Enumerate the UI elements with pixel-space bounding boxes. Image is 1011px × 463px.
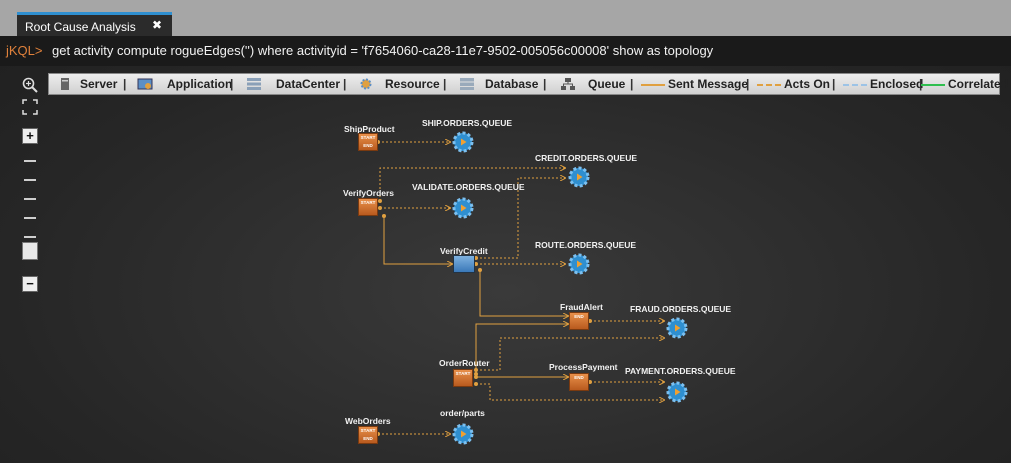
edge-endpoint bbox=[378, 199, 382, 203]
legend-acts-on: Acts On bbox=[784, 77, 831, 91]
acts-on-line-icon bbox=[757, 84, 781, 86]
close-icon[interactable]: ✖ bbox=[151, 18, 162, 32]
node-label-processpayment: ProcessPayment bbox=[549, 362, 618, 372]
query-bar[interactable]: jKQL> get activity compute rogueEdges(''… bbox=[0, 36, 1011, 66]
node-label-fraud-orders-queue: FRAUD.ORDERS.QUEUE bbox=[630, 304, 732, 314]
edge-sent-message bbox=[383, 216, 452, 264]
legend-separator: | bbox=[343, 77, 347, 91]
legend-datacenter: DataCenter bbox=[276, 77, 341, 91]
edge-endpoint bbox=[474, 372, 478, 376]
edge-endpoint bbox=[588, 319, 592, 323]
queue-gear-icon[interactable] bbox=[567, 165, 591, 189]
zoom-level-tick[interactable] bbox=[24, 160, 36, 162]
node-label-credit-orders-queue: CREDIT.ORDERS.QUEUE bbox=[535, 153, 638, 163]
query-input[interactable]: get activity compute rogueEdges('') wher… bbox=[52, 43, 714, 58]
query-prompt: jKQL> bbox=[6, 43, 43, 58]
legend-separator: | bbox=[543, 77, 547, 91]
activity-processpayment[interactable]: END bbox=[569, 373, 589, 391]
edge-endpoint bbox=[378, 206, 382, 210]
edge-endpoint bbox=[474, 256, 478, 260]
edge-endpoint bbox=[478, 268, 482, 272]
activity-fraudalert[interactable]: END bbox=[569, 312, 589, 330]
zoom-search-icon[interactable] bbox=[20, 76, 40, 94]
edge-endpoint bbox=[474, 375, 478, 379]
zoom-level-tick[interactable] bbox=[24, 236, 36, 238]
queue-gear-icon[interactable] bbox=[451, 130, 475, 154]
node-label-fraudalert: FraudAlert bbox=[560, 302, 603, 312]
zoom-level-tick[interactable] bbox=[24, 198, 36, 200]
correlated-line-icon bbox=[921, 84, 945, 86]
legend-separator: | bbox=[443, 77, 447, 91]
queue-gear-icon[interactable] bbox=[665, 380, 689, 404]
legend-separator: | bbox=[630, 77, 634, 91]
node-label-order-parts: order/parts bbox=[440, 408, 485, 418]
legend-separator: | bbox=[919, 77, 923, 91]
legend-sent-message: Sent Message bbox=[668, 77, 749, 91]
legend-enclosed: Enclosed bbox=[870, 77, 924, 91]
enclosed-line-icon bbox=[843, 84, 867, 86]
edge-acts-on bbox=[476, 383, 664, 400]
legend-database: Database bbox=[485, 77, 539, 91]
fit-to-screen-icon[interactable] bbox=[20, 98, 40, 116]
server-icon bbox=[61, 78, 69, 90]
legend-server: Server bbox=[80, 77, 118, 91]
edge-acts-on bbox=[379, 168, 565, 201]
edge-sent-message bbox=[479, 270, 568, 316]
activity-verifyorders[interactable]: START bbox=[358, 198, 378, 216]
legend-queue: Queue bbox=[588, 77, 626, 91]
legend-correlated: Correlated bbox=[948, 77, 1009, 91]
queue-gear-icon[interactable] bbox=[451, 422, 475, 446]
node-label-verifyorders: VerifyOrders bbox=[343, 188, 395, 198]
zoom-in-button[interactable]: + bbox=[22, 128, 38, 144]
legend-separator: | bbox=[746, 77, 750, 91]
edge-acts-on bbox=[476, 338, 664, 371]
edge-endpoint bbox=[474, 262, 478, 266]
node-label-payment-orders-queue: PAYMENT.ORDERS.QUEUE bbox=[625, 366, 736, 376]
datacenter-icon bbox=[247, 78, 261, 90]
legend-separator: | bbox=[123, 77, 127, 91]
edge-sent-message bbox=[475, 324, 568, 374]
zoom-level-tick[interactable] bbox=[24, 217, 36, 219]
database-icon bbox=[460, 78, 474, 90]
topology-edges bbox=[376, 36, 1011, 463]
legend-separator: | bbox=[230, 77, 234, 91]
queue-icon bbox=[561, 78, 575, 90]
zoom-out-button[interactable]: − bbox=[22, 276, 38, 292]
activity-orderrouter[interactable]: START bbox=[453, 369, 473, 387]
legend-separator: | bbox=[832, 77, 836, 91]
application-icon[interactable] bbox=[453, 255, 475, 273]
node-label-ship-orders-queue: SHIP.ORDERS.QUEUE bbox=[422, 118, 513, 128]
zoom-level-tick[interactable] bbox=[24, 179, 36, 181]
sent-message-line-icon bbox=[641, 84, 665, 86]
legend-application: Application bbox=[167, 77, 233, 91]
tab-root-cause-analysis[interactable]: Root Cause Analysis ✖ bbox=[17, 12, 172, 37]
tab-label: Root Cause Analysis bbox=[25, 20, 136, 34]
activity-shipproduct[interactable]: START END bbox=[358, 133, 378, 151]
edge-endpoint bbox=[588, 380, 592, 384]
node-label-orderrouter: OrderRouter bbox=[439, 358, 490, 368]
edge-endpoint bbox=[474, 368, 478, 372]
zoom-slider-handle[interactable] bbox=[22, 242, 38, 260]
edge-acts-on bbox=[476, 178, 565, 259]
node-label-weborders: WebOrders bbox=[345, 416, 391, 426]
edge-endpoint bbox=[474, 382, 478, 386]
queue-gear-icon[interactable] bbox=[665, 316, 689, 340]
activity-weborders[interactable]: START END bbox=[358, 426, 378, 444]
node-label-verifycredit: VerifyCredit bbox=[440, 246, 488, 256]
node-label-route-orders-queue: ROUTE.ORDERS.QUEUE bbox=[535, 240, 637, 250]
resource-icon bbox=[360, 78, 372, 90]
application-icon bbox=[137, 78, 153, 90]
queue-gear-icon[interactable] bbox=[451, 196, 475, 220]
legend-bar: Server | Application | DataCenter | Reso… bbox=[48, 73, 1008, 95]
topology-panel: jKQL> get activity compute rogueEdges(''… bbox=[0, 36, 1011, 463]
edge-endpoint bbox=[382, 214, 386, 218]
legend-resource: Resource bbox=[385, 77, 440, 91]
node-label-shipproduct: ShipProduct bbox=[344, 124, 395, 134]
node-label-validate-orders-queue: VALIDATE.ORDERS.QUEUE bbox=[412, 182, 525, 192]
queue-gear-icon[interactable] bbox=[567, 252, 591, 276]
